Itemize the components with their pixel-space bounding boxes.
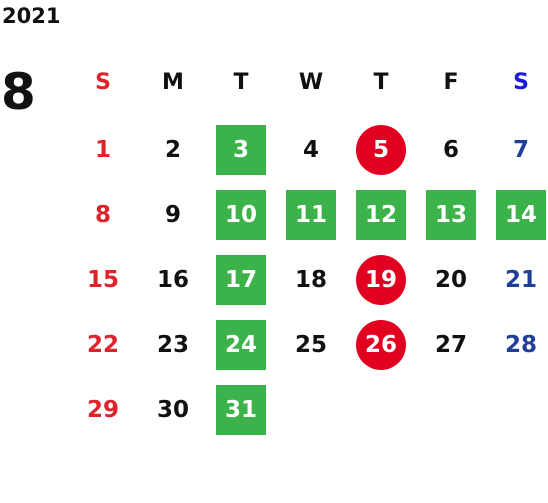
day-cell-4[interactable]: 4 (276, 125, 346, 175)
red-circle-marker (356, 320, 406, 370)
month-number: 8 (1, 63, 36, 121)
year-label: 2021 (2, 4, 61, 28)
day-cell-23[interactable]: 23 (138, 320, 208, 370)
day-cell-10[interactable]: 10 (206, 190, 276, 240)
day-number: 24 (224, 332, 257, 358)
day-cell-7[interactable]: 7 (486, 125, 548, 175)
day-cell-15[interactable]: 15 (68, 255, 138, 305)
day-number: 31 (224, 397, 257, 423)
weekday-header: M (162, 69, 184, 95)
day-cell-3[interactable]: 3 (206, 125, 276, 175)
day-number: 4 (302, 137, 319, 163)
day-cell-9[interactable]: 9 (138, 190, 208, 240)
green-square-marker (216, 125, 266, 175)
day-number: 12 (364, 202, 397, 228)
green-square-marker (496, 190, 546, 240)
day-cell-16[interactable]: 16 (138, 255, 208, 305)
weekday-header: S (95, 69, 111, 95)
day-number: 3 (232, 137, 249, 163)
weekday-header: T (373, 69, 389, 95)
day-number: 16 (156, 267, 189, 293)
day-number: 9 (164, 202, 181, 228)
day-cell-21[interactable]: 21 (486, 255, 548, 305)
day-cell-27[interactable]: 27 (416, 320, 486, 370)
day-number: 20 (434, 267, 467, 293)
day-number: 8 (94, 202, 111, 228)
day-cell-11[interactable]: 11 (276, 190, 346, 240)
day-number: 22 (86, 332, 119, 358)
day-number: 7 (512, 137, 529, 163)
day-cell-25[interactable]: 25 (276, 320, 346, 370)
day-number: 13 (434, 202, 467, 228)
day-cell-18[interactable]: 18 (276, 255, 346, 305)
day-cell-28[interactable]: 28 (486, 320, 548, 370)
day-cell-22[interactable]: 22 (68, 320, 138, 370)
day-number: 15 (86, 267, 119, 293)
day-number: 25 (294, 332, 327, 358)
day-cell-14[interactable]: 14 (486, 190, 548, 240)
day-number: 10 (224, 202, 257, 228)
day-number: 5 (372, 137, 389, 163)
green-square-marker (216, 385, 266, 435)
day-number: 2 (164, 137, 181, 163)
green-square-marker (216, 190, 266, 240)
day-number: 28 (504, 332, 537, 358)
green-square-marker (216, 255, 266, 305)
day-number: 27 (434, 332, 467, 358)
red-circle-marker (356, 255, 406, 305)
green-square-marker (356, 190, 406, 240)
day-cell-19[interactable]: 19 (346, 255, 416, 305)
day-number: 23 (156, 332, 189, 358)
green-square-marker (426, 190, 476, 240)
day-cell-29[interactable]: 29 (68, 385, 138, 435)
day-cell-31[interactable]: 31 (206, 385, 276, 435)
day-cell-8[interactable]: 8 (68, 190, 138, 240)
weekday-header: F (443, 69, 459, 95)
day-number: 14 (504, 202, 537, 228)
weekday-header: T (233, 69, 249, 95)
day-cell-30[interactable]: 30 (138, 385, 208, 435)
day-cell-12[interactable]: 12 (346, 190, 416, 240)
day-number: 1 (94, 137, 111, 163)
weekday-header: S (513, 69, 529, 95)
day-cell-17[interactable]: 17 (206, 255, 276, 305)
day-cell-20[interactable]: 20 (416, 255, 486, 305)
green-square-marker (286, 190, 336, 240)
day-number: 29 (86, 397, 119, 423)
day-number: 6 (442, 137, 459, 163)
day-cell-26[interactable]: 26 (346, 320, 416, 370)
day-cell-6[interactable]: 6 (416, 125, 486, 175)
day-cell-13[interactable]: 13 (416, 190, 486, 240)
day-cell-24[interactable]: 24 (206, 320, 276, 370)
day-number: 11 (294, 202, 327, 228)
day-number: 19 (364, 267, 397, 293)
day-cell-2[interactable]: 2 (138, 125, 208, 175)
weekday-header: W (298, 69, 324, 95)
day-number: 26 (364, 332, 397, 358)
day-number: 18 (294, 267, 327, 293)
red-circle-marker (356, 125, 406, 175)
day-cell-1[interactable]: 1 (68, 125, 138, 175)
day-number: 21 (504, 267, 537, 293)
green-square-marker (216, 320, 266, 370)
day-cell-5[interactable]: 5 (346, 125, 416, 175)
day-number: 30 (156, 397, 189, 423)
day-number: 17 (224, 267, 257, 293)
